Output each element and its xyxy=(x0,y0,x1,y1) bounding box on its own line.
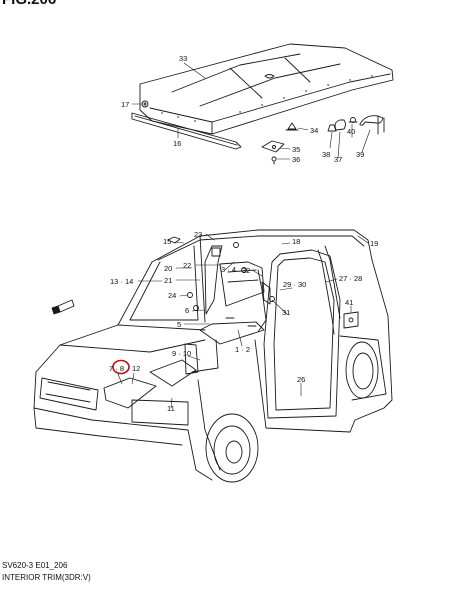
diagram-title: INTERIOR TRIM(3DR:V) xyxy=(2,573,91,582)
part-label-7-8: 7 · 8 xyxy=(109,364,124,373)
part-label-23: 23 xyxy=(194,230,202,239)
clip-17 xyxy=(141,100,149,108)
part-label-11: 11 xyxy=(167,404,175,413)
diagram-code: SV620-3 E01_206 xyxy=(2,561,68,570)
part-label-3-4: 3 · 4 xyxy=(221,265,236,274)
part-label-22: 22 xyxy=(183,261,191,270)
part-label-18: 18 xyxy=(292,237,300,246)
part-label-32: 32 xyxy=(242,266,250,275)
part-label-13-14: 13 · 14 xyxy=(110,277,133,286)
part-label-21: 21 xyxy=(164,276,172,285)
visor-hardware xyxy=(327,115,385,135)
part-label-24: 24 xyxy=(168,291,176,300)
part-label-40: 40 xyxy=(347,127,355,136)
part-label-12: 12 xyxy=(132,364,140,373)
part-label-20: 20 xyxy=(164,264,172,273)
leader-lines xyxy=(117,62,371,409)
part-label-17: 17 xyxy=(121,100,129,109)
loose-parts xyxy=(51,242,359,329)
part-label-15: 15 xyxy=(163,237,171,246)
part-label-29-30: 29 · 30 xyxy=(283,280,306,289)
part-label-33: 33 xyxy=(179,54,187,63)
part-label-9-10: 9 · 10 xyxy=(172,349,191,358)
part-label-39: 39 xyxy=(356,150,364,159)
highlight-circle xyxy=(112,359,130,375)
part-label-1-2: 1 · 2 xyxy=(235,345,250,354)
figure-title: FIG.206 xyxy=(2,0,56,8)
part-label-35: 35 xyxy=(292,145,300,154)
part-label-5: 5 xyxy=(177,320,181,329)
part-label-36: 36 xyxy=(292,155,300,164)
part-label-37: 37 xyxy=(334,155,342,164)
clip-34 xyxy=(285,122,299,131)
part-label-6: 6 xyxy=(185,306,189,315)
roof-headliner xyxy=(139,43,394,135)
part-label-19: 19 xyxy=(370,239,378,248)
part-label-34: 34 xyxy=(310,126,318,135)
bracket-35 xyxy=(261,140,285,165)
part-label-27-28: 27 · 28 xyxy=(339,274,362,283)
header-trim-strip xyxy=(131,112,242,150)
part-labels: 33 17 16 34 35 36 38 37 40 39 23 15 18 1… xyxy=(109,54,378,413)
part-label-38: 38 xyxy=(322,150,330,159)
part-label-26: 26 xyxy=(297,375,305,384)
part-label-16: 16 xyxy=(173,139,181,148)
part-label-31: 31 xyxy=(282,308,290,317)
part-label-41: 41 xyxy=(345,298,353,307)
vehicle-body xyxy=(33,229,393,483)
